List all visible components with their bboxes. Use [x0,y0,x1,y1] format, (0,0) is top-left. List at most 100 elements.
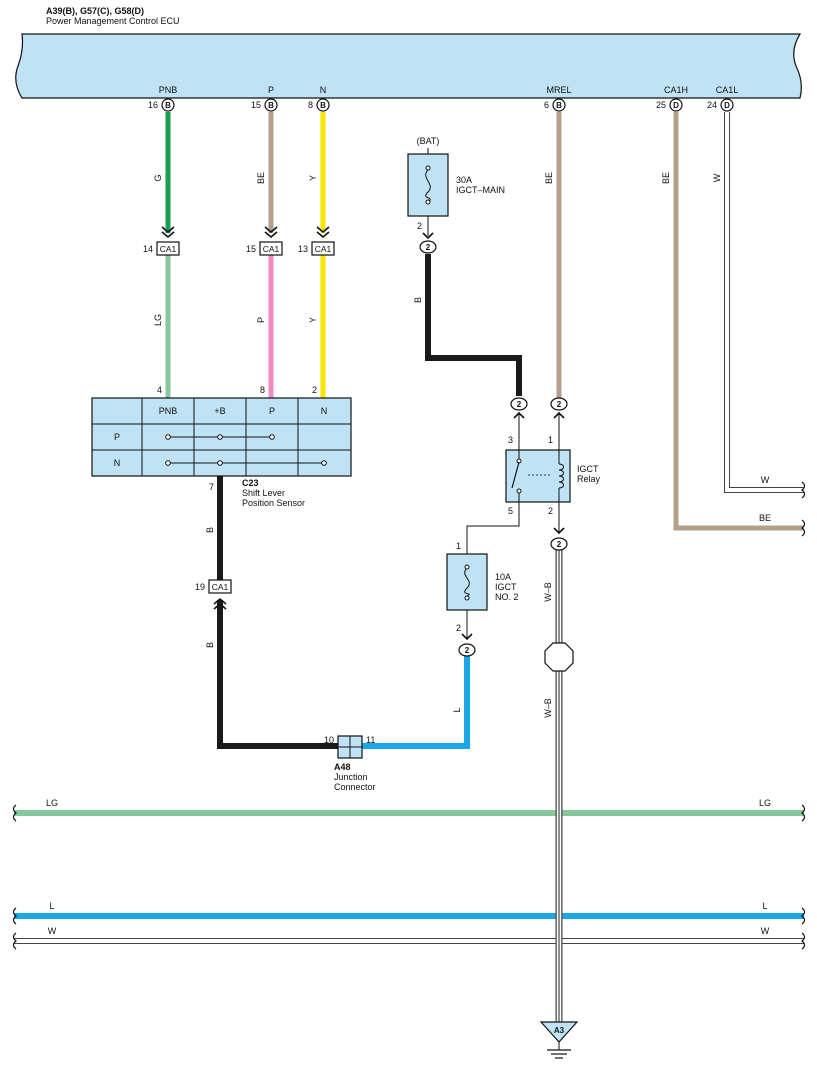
wire-fuse2-out [362,656,470,749]
connector-num: 15 [246,244,256,254]
ca1-connector-pnb: CA1 14 [143,226,180,256]
connector-num: 2 [557,400,562,409]
igct-relay: IGCT Relay [505,449,601,503]
wire-label: Y [308,175,318,181]
a48-name: Junction [334,772,368,782]
pin-num: 4 [157,385,162,395]
connector-label: CA1 [315,244,332,254]
ecu-pin-ca1l: D 24 [707,98,734,112]
c23-shift-lever-position-sensor: PNB +B P N P N [91,397,352,477]
wire-bat [425,254,522,396]
connector-num: 2 [557,540,562,549]
pin-num: 2 [548,506,553,516]
c23-col-header: P [269,406,275,416]
ecu-pin-label: CA1L [716,85,739,95]
bus-label: W [48,926,57,936]
c23-name: Shift Lever [242,488,285,498]
svg-text:B: B [268,101,274,110]
ecu-body [15,33,802,99]
connector-label: CA1 [263,244,280,254]
ca1-connector-n: CA1 13 [298,226,335,256]
wire-c23-out-lower [217,600,338,749]
pin-num: 1 [456,541,461,551]
wire-label: W–B [543,698,553,718]
ecu-pin-mrel: B 6 [544,98,566,112]
bus-label: LG [759,798,771,808]
relay-in-connector-left: 2 [510,397,528,419]
ecu-pin-num: 15 [251,100,261,110]
fuse-rating: 10A [495,572,511,582]
fuse2-out-connector: 2 [458,633,476,657]
pin-num: 2 [312,385,317,395]
connector-num: 2 [465,646,470,655]
wire-label: G [153,174,163,181]
bus-label: W [761,926,770,936]
c23-row-header: P [114,432,120,442]
wire-ca1l-inner [725,112,804,492]
ecu-pin-num: 6 [544,100,549,110]
break-marks [12,481,806,950]
c23-col-header: N [321,406,328,416]
ecu-pin-label: N [320,85,327,95]
ecu: A39(B), G57(C), G58(D) Power Management … [15,6,802,99]
ecu-pin-n: B 8 [308,98,330,112]
ground-a3: A3 [539,1021,579,1059]
bus-labels: W BE LG LG L L W W [46,475,771,936]
ground-label: A3 [554,1026,565,1035]
connector-num: 2 [517,400,522,409]
ecu-pin-num: 16 [148,100,158,110]
wire-ca1l [724,112,804,493]
relay-out-connector: 2 [550,527,568,551]
ecu-pin-pnb: B 16 [148,98,175,112]
fuse-source: (BAT) [417,136,440,146]
pin-num: 2 [417,221,422,231]
fuse-igct-main: (BAT) 30A IGCT–MAIN 2 2 [407,136,505,254]
splice-point [544,642,574,672]
bus-label: L [49,901,54,911]
ecu-pin-labels: PNB P N MREL CA1H CA1L [159,85,739,95]
ecu-pin-num: 8 [308,100,313,110]
wire-label: L [452,707,462,712]
relay-name: Relay [577,474,601,484]
ecu-title: A39(B), G57(C), G58(D) [46,6,144,16]
bus-label: W [761,475,770,485]
ca1-connector-p: CA1 15 [246,226,283,256]
wire-label: B [413,297,423,303]
bus-label: BE [759,513,771,523]
ecu-name: Power Management Control ECU [46,16,180,26]
a48-name: Connector [334,782,376,792]
wire-label: LG [153,314,163,326]
pin-num: 8 [260,385,265,395]
bus-label: LG [46,798,58,808]
a48-junction-connector: 10 11 A48 Junction Connector [324,735,376,792]
pin-num: 11 [366,735,375,745]
c23-col-header: +B [214,406,225,416]
c23-col-header: PNB [159,406,178,416]
connector-num: 2 [426,243,431,252]
wire-label: BE [661,172,671,184]
wire-label: W–B [543,582,553,602]
ecu-pin-p: B 15 [251,98,278,112]
fuse-name: NO. 2 [495,592,519,602]
ca1-connector-19: CA1 19 [195,579,232,610]
wire-label: Y [308,317,318,323]
connector-num: 14 [143,244,153,254]
connector-num: 19 [195,582,205,592]
wire-label: W [712,173,722,182]
wire-label: BE [256,172,266,184]
fuse-name: IGCT–MAIN [456,185,505,195]
wire-label: BE [544,172,554,184]
c23-row-header: N [114,458,121,468]
ecu-pin-connectors: B 16 B 15 B 8 B 6 D 25 D 24 [148,98,734,112]
pin-num: 10 [324,735,334,745]
relay-in-connector-right: 2 [550,397,568,419]
svg-text:D: D [673,101,679,110]
ecu-pin-label: MREL [546,85,571,95]
wire-ca1h [673,112,804,531]
ecu-pin-label: CA1H [664,85,688,95]
pin-num: 3 [508,435,513,445]
wire-color-labels: G BE Y LG P Y BE BE W B B B L W–B W–B [153,172,722,718]
ecu-pin-label: P [268,85,274,95]
wire-label: P [256,317,266,323]
bus-label: L [762,901,767,911]
